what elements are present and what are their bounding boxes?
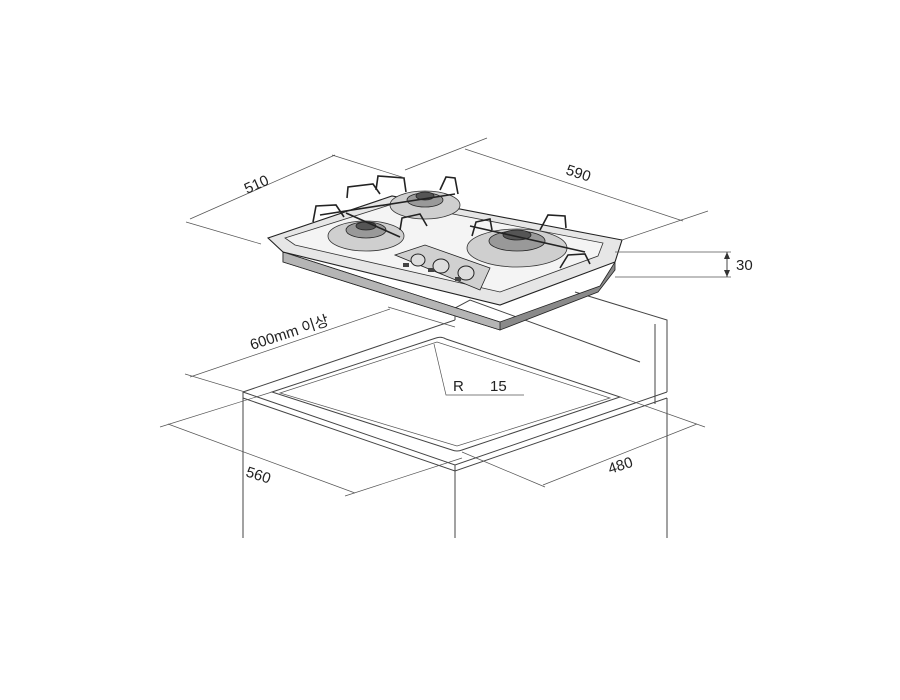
burner-left	[327, 220, 405, 252]
dim-label-590: 590	[564, 162, 593, 186]
burner-right	[466, 228, 568, 268]
dim-label-radius-prefix: R	[453, 378, 464, 395]
dim-label-30: 30	[736, 257, 753, 274]
dim-label-560: 560	[244, 464, 273, 488]
dim-label-480: 480	[606, 454, 635, 478]
dim-label-radius-value: 15	[490, 378, 507, 395]
dim-label-510: 510	[242, 172, 272, 198]
control-knobs	[403, 253, 475, 281]
burner-back	[389, 190, 461, 220]
gas-hob	[266, 175, 623, 331]
dimension-lines	[159, 137, 731, 497]
pan-supports	[312, 175, 591, 269]
